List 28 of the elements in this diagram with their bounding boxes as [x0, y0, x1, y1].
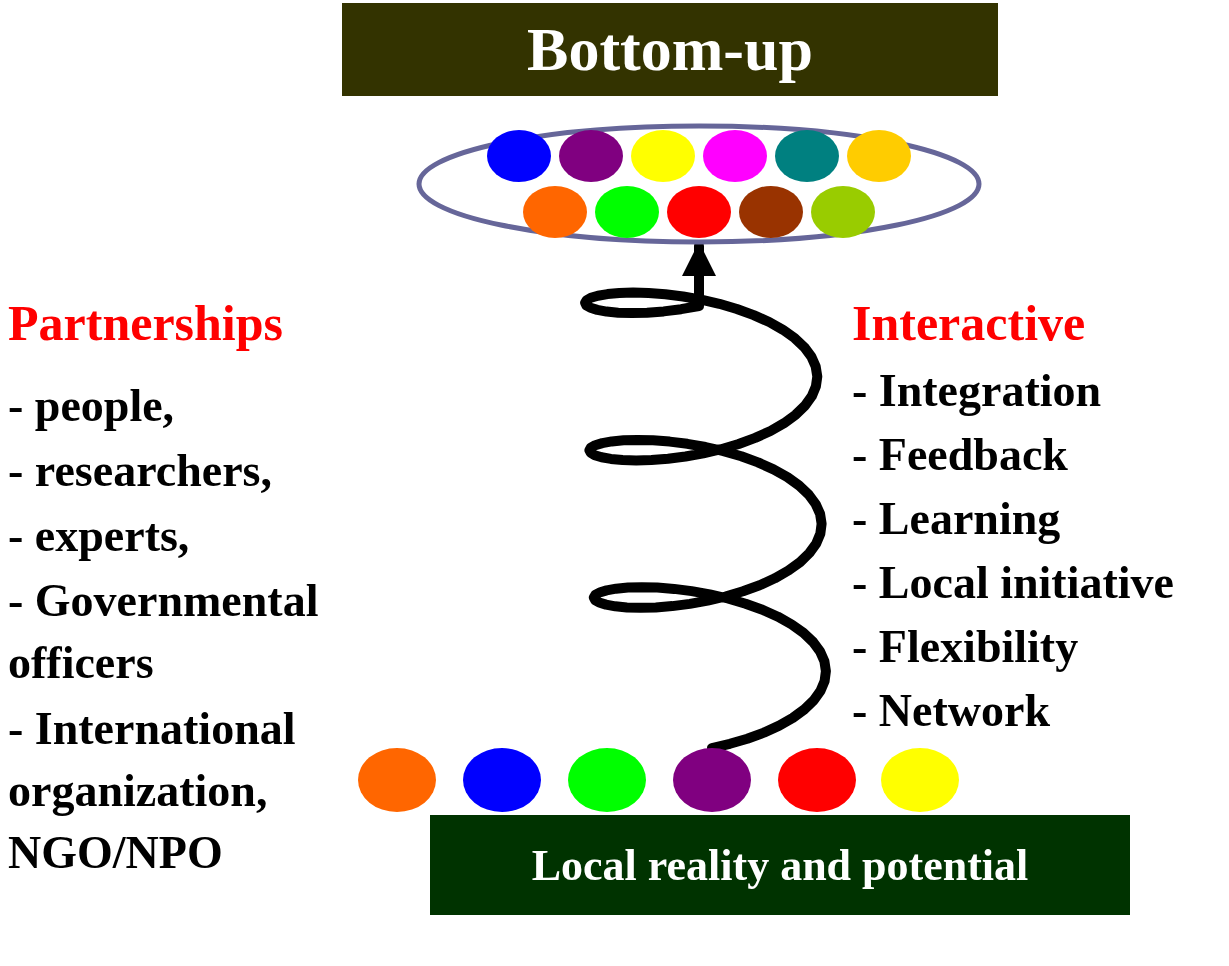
list-item-text: - Flexibility — [852, 620, 1080, 674]
colored-circle — [811, 186, 875, 238]
list-item-text: - Governmental officers — [8, 574, 320, 690]
colored-circle — [739, 186, 803, 238]
colored-circle — [487, 130, 551, 182]
colored-circle — [631, 130, 695, 182]
list-item-text: - experts, — [8, 509, 191, 563]
colored-circle — [703, 130, 767, 182]
list-item-text: - Integration — [852, 364, 1103, 418]
spiral-arrow — [580, 241, 831, 753]
colored-circle — [559, 130, 623, 182]
base-banner: Local reality and potential — [430, 815, 1130, 915]
list-item-text: - Learning — [852, 492, 1062, 546]
heading-text: Partnerships — [8, 294, 284, 353]
colored-circle — [775, 130, 839, 182]
colored-circle — [667, 186, 731, 238]
list-item-text: - Local initiative — [852, 556, 1175, 610]
colored-circle — [847, 130, 911, 182]
list-item-text: - researchers, — [8, 444, 273, 498]
colored-circle — [595, 186, 659, 238]
group-ellipse — [415, 122, 983, 246]
list-item-text: - people, — [8, 379, 176, 433]
list-item-text: - Feedback — [852, 428, 1069, 482]
title-banner: Bottom-up — [342, 3, 998, 96]
list-item-text: - Network — [852, 684, 1051, 738]
colored-circle — [523, 186, 587, 238]
heading-text: Interactive — [852, 294, 1087, 353]
list-item-text: - International organization, NGO/NPO — [8, 702, 297, 880]
